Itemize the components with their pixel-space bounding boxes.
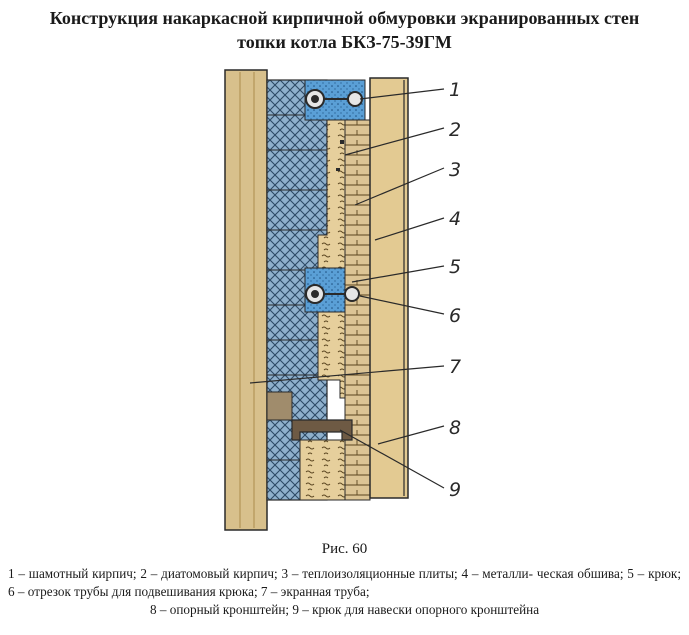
insulation-plate-layer (344, 119, 371, 501)
screen-tube (224, 69, 268, 531)
metal-casing (369, 77, 409, 499)
callout-7: 7 (449, 356, 461, 378)
callout-9: 9 (449, 479, 461, 501)
upper-hook (305, 89, 363, 109)
callout-leaders (249, 88, 445, 489)
title-line-2: топки котла БКЗ-75-39ГМ (237, 32, 452, 52)
support-bracket (291, 419, 353, 441)
callout-1: 1 (449, 79, 461, 101)
callout-numbers: 1 2 3 4 5 6 7 8 9 (449, 79, 461, 501)
legend-line-3: 8 – опорный кронштейн; 9 – крюк для наве… (149, 602, 540, 617)
callout-4: 4 (449, 208, 461, 230)
callout-8: 8 (449, 417, 461, 439)
figure-caption: Рис. 60 (321, 541, 368, 557)
title-line-1: Конструкция накаркасной кирпичной обмуро… (49, 8, 640, 28)
legend-line-1: 1 – шамотный кирпич; 2 – диатомовый кирп… (8, 566, 533, 581)
callout-3: 3 (449, 159, 461, 181)
figure-legend: 1 – шамотный кирпич; 2 – диатомовый кирп… (8, 565, 681, 619)
callout-5: 5 (449, 256, 461, 278)
callout-6: 6 (449, 305, 461, 327)
callout-2: 2 (449, 119, 461, 141)
legend-line-2: ческая обшива; 5 – крюк; 6 – отрезок тру… (8, 566, 681, 599)
lower-hook (305, 284, 360, 304)
figure-title: Конструкция накаркасной кирпичной обмуро… (0, 6, 689, 54)
